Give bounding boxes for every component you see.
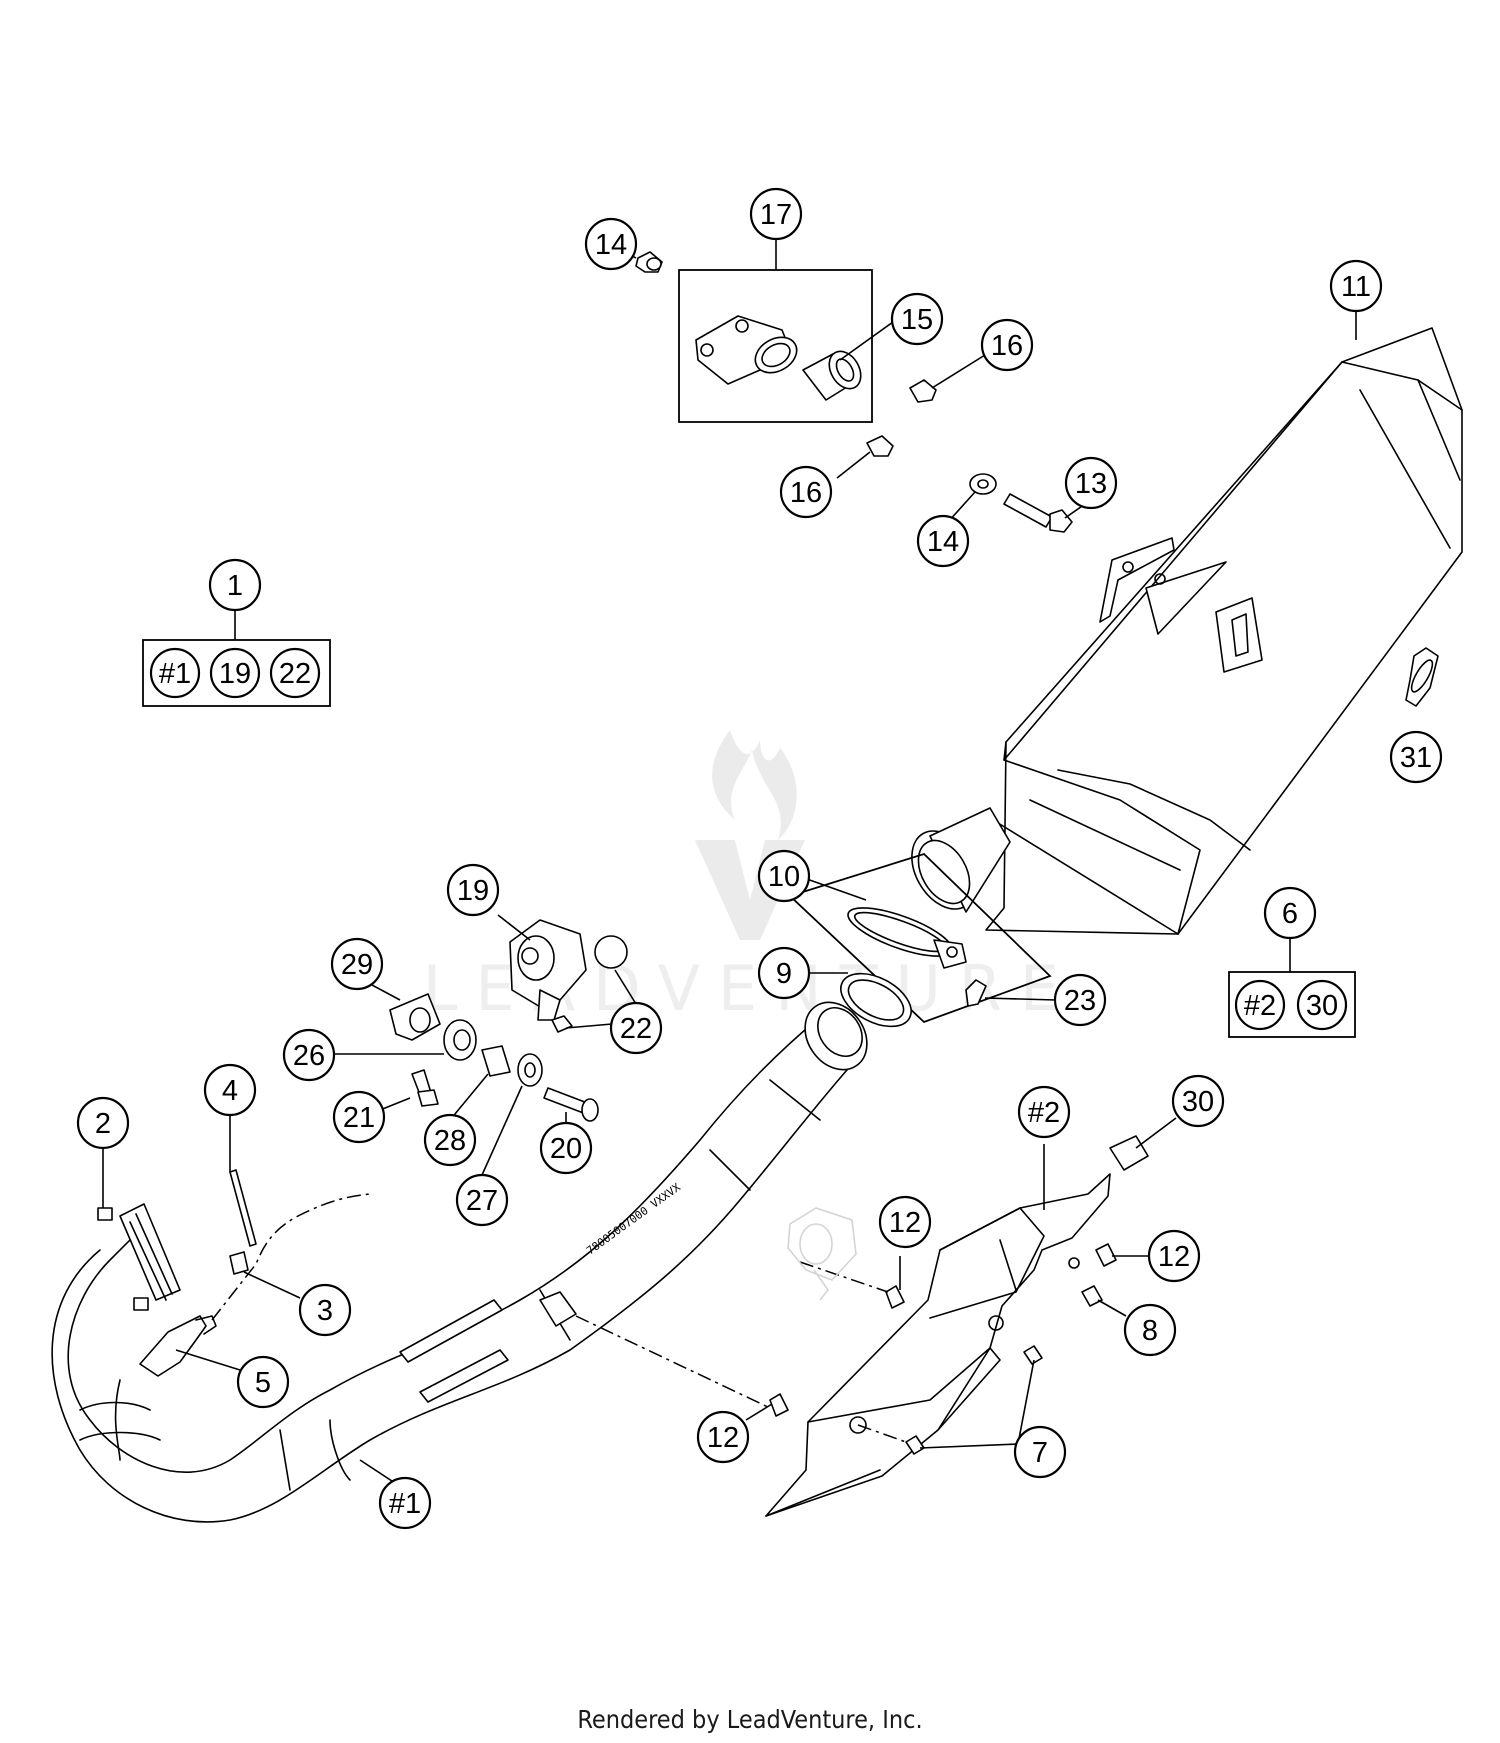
oxygen-sensor-5: [139, 1315, 207, 1377]
callout-1: 1: [208, 558, 262, 612]
callout-3: 3: [298, 1283, 352, 1337]
heat-shield-2: [575, 1117, 1177, 1517]
callout-15-label: 15: [901, 304, 933, 336]
callout-11-label: 11: [1341, 271, 1371, 303]
callout-31: 31: [1389, 730, 1443, 784]
callout-12: 12: [878, 1195, 932, 1249]
callout-21-label: 21: [343, 1102, 375, 1134]
kit-box-6: [1228, 938, 1356, 1038]
callout-16: 16: [980, 318, 1034, 372]
callout-12-label: 12: [889, 1207, 921, 1239]
gasket-9: [807, 972, 912, 1028]
kit1-item-label: #1: [159, 658, 191, 690]
callout-14: 14: [584, 217, 638, 271]
callout-4: 4: [203, 1063, 257, 1117]
callout-26: 26: [282, 1028, 336, 1082]
pipe-stamp: 78005007000 VXXVX: [584, 1181, 683, 1258]
kit1-item: 19: [209, 647, 261, 699]
hardware-top: [610, 244, 1089, 533]
callout-20-label: 20: [550, 1133, 582, 1165]
callout-9: 9: [757, 946, 811, 1000]
callout-16: 16: [779, 465, 833, 519]
callout-14: 14: [916, 514, 970, 568]
callout-5-label: 5: [255, 1367, 271, 1399]
callout-12-label: 12: [1158, 1241, 1190, 1273]
callout-30: 30: [1171, 1074, 1225, 1128]
callout-29-label: 29: [341, 949, 373, 981]
callout-26-label: 26: [293, 1040, 325, 1072]
callout-30-label: 30: [1182, 1086, 1214, 1118]
callout-14-label: 14: [595, 229, 627, 261]
callout-5: 5: [236, 1355, 290, 1409]
callout-16-label: 16: [790, 477, 822, 509]
callout-8-label: 8: [1142, 1315, 1158, 1347]
end-plug-31: [1405, 647, 1439, 707]
kit-box-17: [678, 237, 894, 423]
callout-header-1: #1: [378, 1476, 432, 1530]
bracket-19-group: [326, 914, 637, 1176]
callout-20: 20: [539, 1121, 593, 1175]
kit1-item-label: 22: [279, 658, 311, 690]
callout-22-label: 22: [620, 1013, 652, 1045]
callout-22: 22: [609, 1001, 663, 1055]
callout-28-label: 28: [434, 1125, 466, 1157]
callout-2-label: 2: [95, 1108, 111, 1140]
footer-credit: Rendered by LeadVenture, Inc.: [577, 1705, 923, 1734]
callout-1-label: 1: [227, 570, 243, 602]
callout-19-label: 19: [457, 875, 489, 907]
callout-27: 27: [455, 1173, 509, 1227]
callout-19: 19: [446, 863, 500, 917]
callout-23: 23: [1053, 973, 1107, 1027]
callout-12: 12: [696, 1410, 750, 1464]
callout-heat-shield-2-label: #2: [1028, 1097, 1060, 1129]
callout-4-label: 4: [222, 1075, 238, 1107]
callout-7-label: 7: [1032, 1437, 1048, 1469]
callout-6-label: 6: [1282, 898, 1298, 930]
callout-13-label: 13: [1075, 468, 1107, 500]
callout-10: 10: [757, 849, 811, 903]
callout-3-label: 3: [317, 1295, 333, 1327]
header-pipe-1: 78005007000 VXXVX: [51, 1001, 868, 1523]
callout-14-label: 14: [927, 526, 959, 558]
callout-28: 28: [423, 1113, 477, 1167]
kit6-item: #2: [1234, 979, 1286, 1031]
callout-2: 2: [76, 1096, 130, 1150]
callout-heat-shield-2: #2: [1017, 1085, 1071, 1139]
callout-layer: 1234567891011121212131414151616171920212…: [76, 187, 1443, 1530]
flame-v-logo: [695, 730, 805, 940]
kit1-item: 22: [269, 647, 321, 699]
callout-17-label: 17: [760, 199, 792, 231]
callout-13: 13: [1064, 456, 1118, 510]
callout-6: 6: [1263, 886, 1317, 940]
callout-29: 29: [330, 937, 384, 991]
kit6-item-label: 30: [1306, 990, 1338, 1022]
callout-21: 21: [332, 1090, 386, 1144]
kit1-item: #1: [149, 647, 201, 699]
sensor-parts: [139, 1095, 371, 1377]
callout-27-label: 27: [466, 1185, 498, 1217]
kit6-item-label: #2: [1244, 990, 1276, 1022]
kit6-item: 30: [1296, 979, 1348, 1031]
muffler-11: [911, 310, 1463, 935]
callout-17: 17: [749, 187, 803, 241]
callout-23-label: 23: [1064, 985, 1096, 1017]
callout-8: 8: [1123, 1303, 1177, 1357]
callout-12-label: 12: [707, 1422, 739, 1454]
callout-15: 15: [890, 292, 944, 346]
callout-7: 7: [1013, 1425, 1067, 1479]
callout-12: 12: [1147, 1229, 1201, 1283]
callout-16-label: 16: [991, 330, 1023, 362]
kit-box-1: [142, 610, 331, 707]
callout-header-1-label: #1: [389, 1488, 421, 1520]
callout-9-label: 9: [776, 958, 792, 990]
callout-31-label: 31: [1400, 742, 1432, 774]
callout-11: 11: [1329, 259, 1383, 313]
kit1-item-label: 19: [219, 658, 251, 690]
callout-10-label: 10: [768, 861, 800, 893]
